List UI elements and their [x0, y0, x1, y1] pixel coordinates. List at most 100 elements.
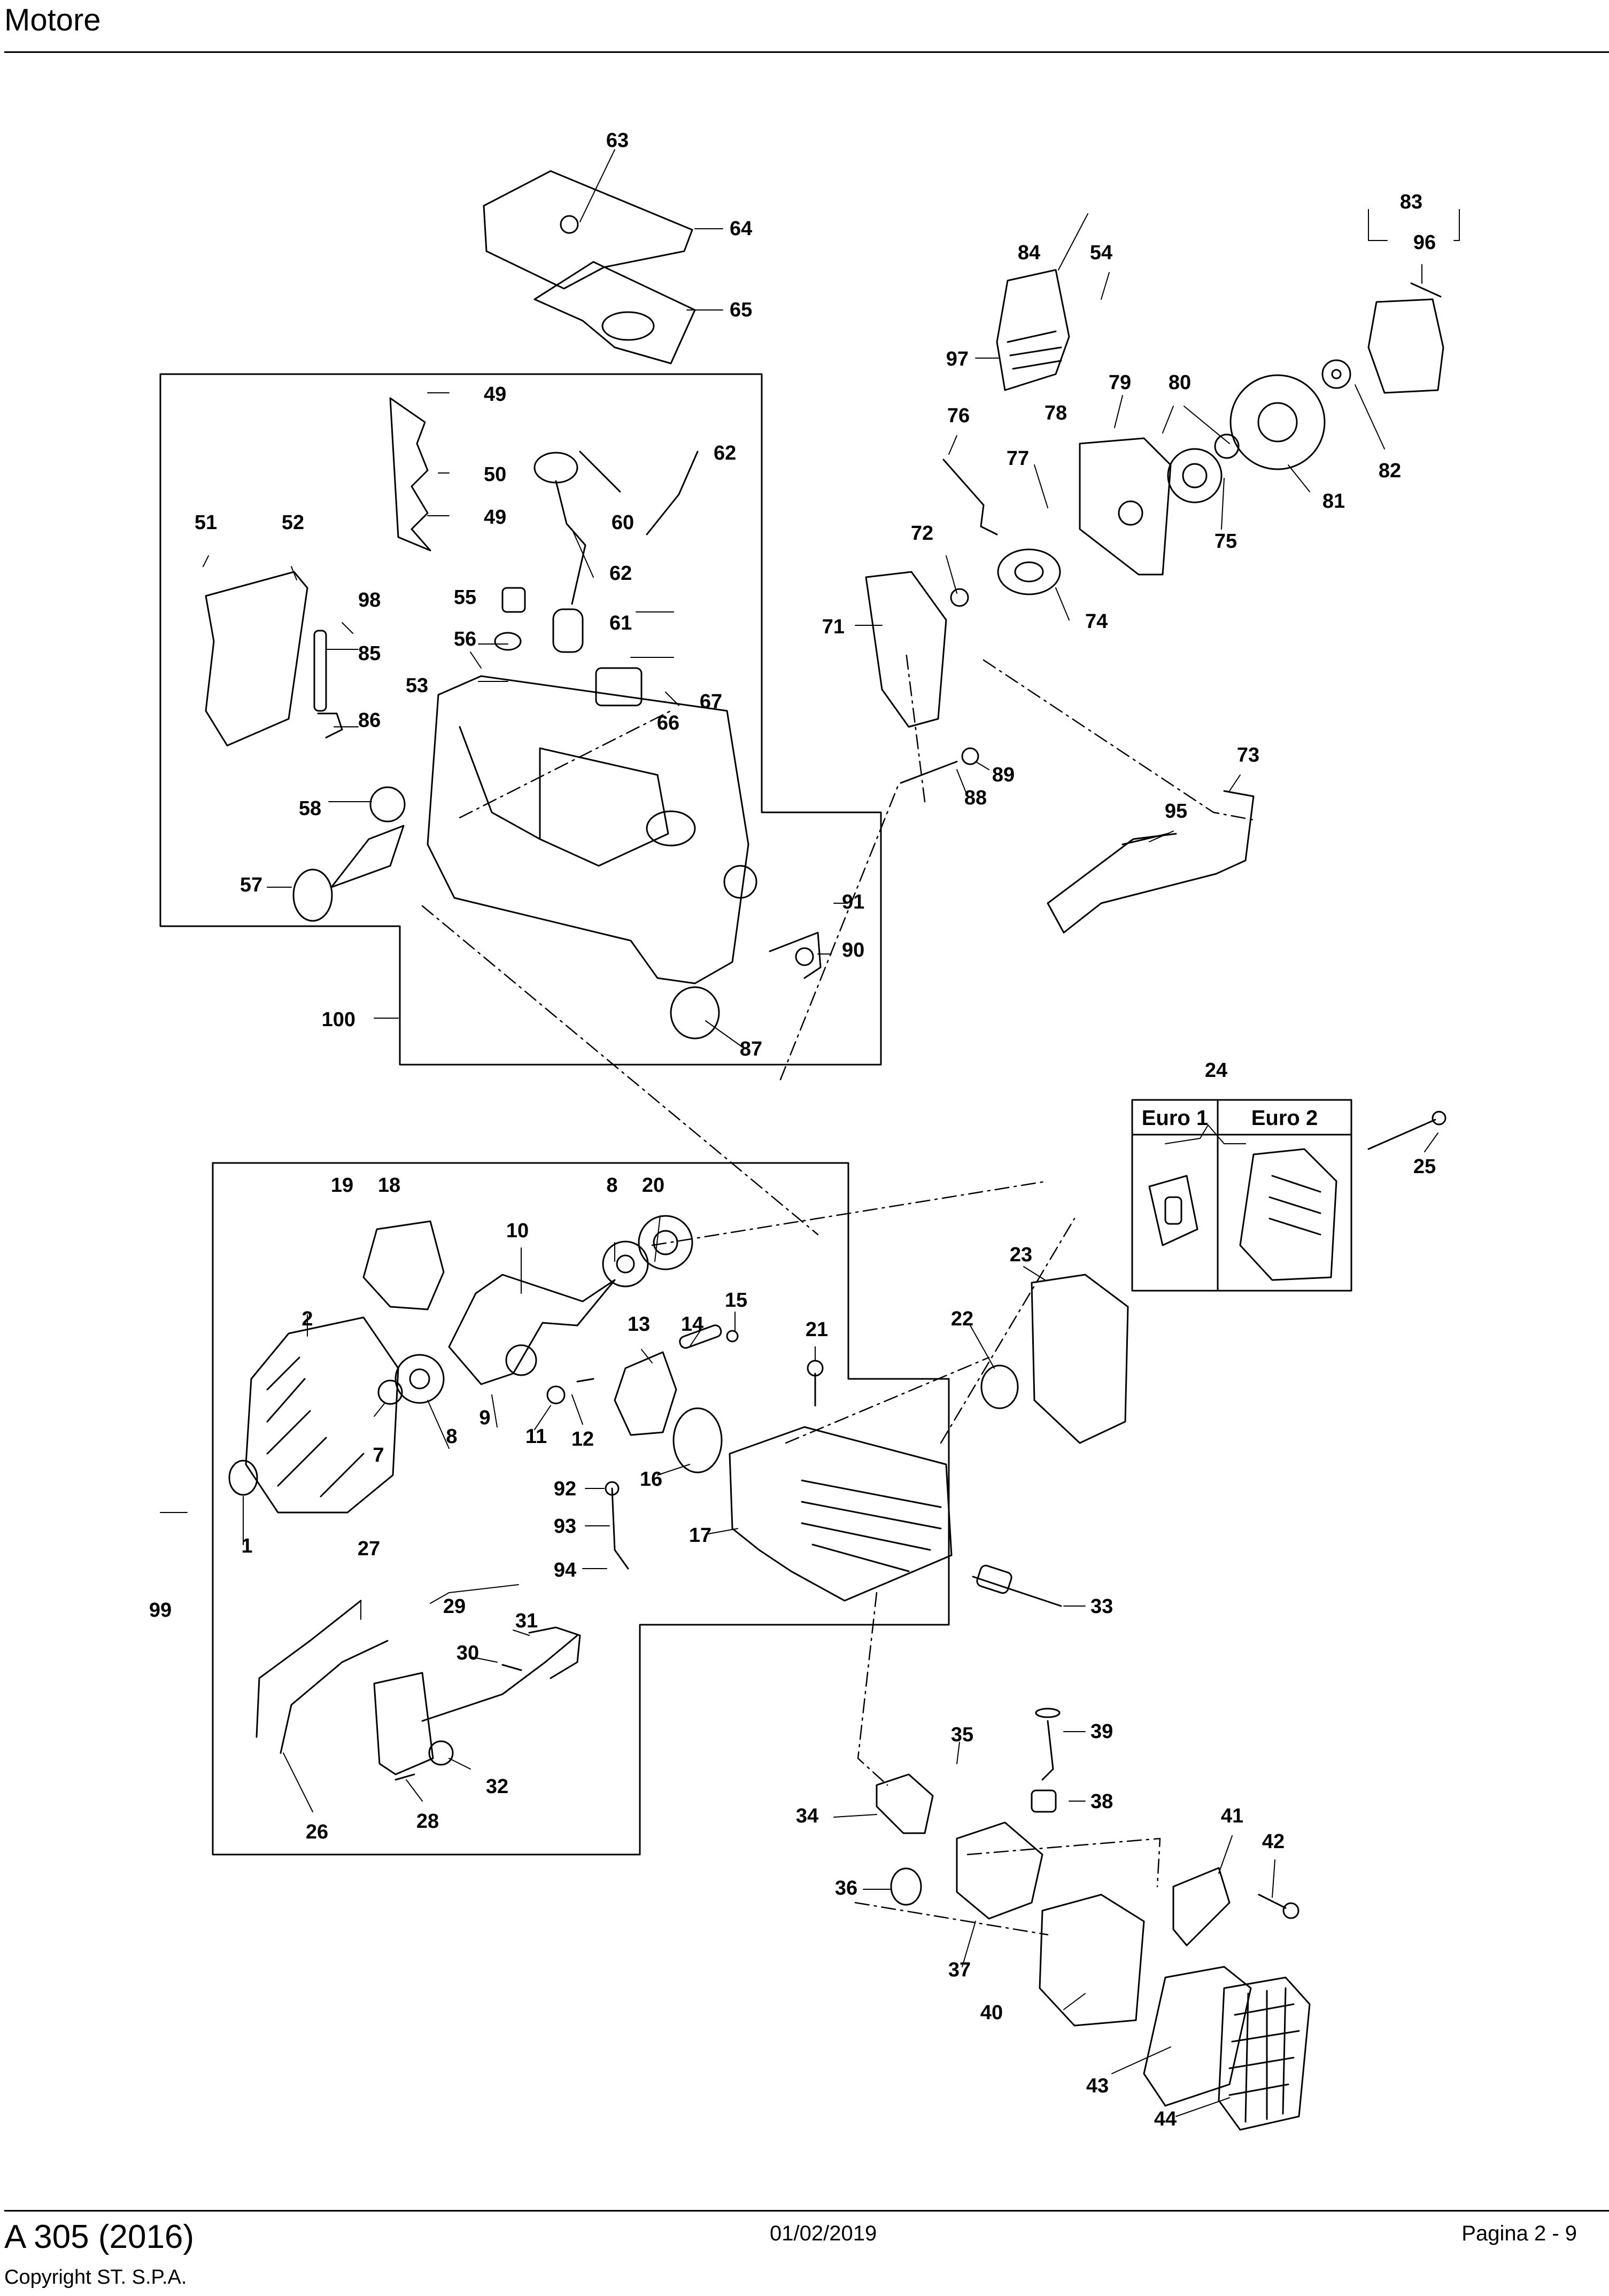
part-18-case-half — [362, 1220, 445, 1310]
callout-19: 19 — [331, 1174, 353, 1197]
part-24-gasket-euro1 — [1148, 1175, 1198, 1246]
part-37-carburetor — [956, 1821, 1043, 1920]
callout-91: 91 — [842, 891, 864, 913]
variant-euro2-label: Euro 2 — [1251, 1106, 1318, 1130]
callout-74: 74 — [1085, 610, 1108, 633]
callout-96: 96 — [1413, 231, 1436, 254]
callout-93: 93 — [554, 1515, 576, 1538]
group-outline-100 — [159, 373, 882, 1066]
part-2-flywheel — [245, 1316, 399, 1514]
callout-65: 65 — [730, 299, 752, 321]
part-78-plate — [1079, 437, 1172, 576]
callout-1: 1 — [241, 1535, 252, 1557]
callout-76: 76 — [947, 405, 970, 427]
callout-21: 21 — [806, 1318, 828, 1341]
callout-17: 17 — [689, 1524, 711, 1547]
part-29-coil — [373, 1672, 434, 1775]
part-73-line — [1047, 790, 1255, 934]
callout-16: 16 — [640, 1468, 662, 1491]
footer-divider — [4, 2210, 1609, 2212]
callout-23: 23 — [1010, 1244, 1032, 1266]
callout-13: 13 — [628, 1313, 650, 1336]
callout-12: 12 — [571, 1428, 594, 1450]
callout-75: 75 — [1215, 530, 1237, 553]
callout-98: 98 — [358, 589, 381, 611]
callout-49: 49 — [484, 383, 506, 406]
part-53-crankcase — [427, 675, 749, 984]
callout-64: 64 — [730, 218, 752, 240]
copyright-label: Copyright ST. S.P.A. — [4, 2266, 187, 2289]
part-52-cover — [205, 571, 308, 747]
callout-32: 32 — [486, 1775, 508, 1798]
callout-54: 54 — [1090, 242, 1112, 264]
callout-57: 57 — [240, 874, 262, 896]
callout-34: 34 — [796, 1805, 818, 1827]
callout-7: 7 — [373, 1444, 384, 1467]
part-40-filter-base — [1039, 1894, 1145, 2027]
part-17-cylinder — [729, 1426, 953, 1602]
part-13-piston — [614, 1351, 677, 1436]
callout-67: 67 — [700, 691, 722, 713]
callout-22: 22 — [951, 1308, 973, 1330]
callout-62b: 62 — [609, 562, 632, 585]
part-44-cover — [1218, 1976, 1311, 2131]
callout-60: 60 — [612, 511, 634, 534]
callout-77: 77 — [1007, 447, 1029, 470]
callout-62: 62 — [714, 442, 736, 464]
callout-66: 66 — [657, 712, 679, 734]
callout-73: 73 — [1237, 744, 1259, 766]
part-64-cover — [483, 170, 693, 290]
callout-28: 28 — [416, 1810, 439, 1833]
part-84-plate — [996, 269, 1070, 391]
part-71-guide — [865, 571, 947, 728]
callout-20: 20 — [642, 1174, 664, 1197]
callout-39: 39 — [1090, 1720, 1113, 1743]
variant-euro1-label: Euro 1 — [1142, 1106, 1208, 1130]
callout-30: 30 — [457, 1642, 479, 1664]
callout-83: 83 — [1400, 191, 1422, 213]
callout-29: 29 — [443, 1595, 466, 1618]
model-label: A 305 (2016) — [4, 2219, 195, 2255]
callout-33: 33 — [1090, 1595, 1113, 1618]
callout-44: 44 — [1154, 2108, 1177, 2130]
callout-100: 100 — [322, 1009, 355, 1031]
callout-55: 55 — [454, 586, 476, 609]
date-label: 01/02/2019 — [770, 2222, 877, 2245]
part-81-drum — [1229, 374, 1326, 470]
callout-25: 25 — [1413, 1155, 1436, 1178]
callout-81: 81 — [1322, 490, 1345, 513]
header-divider — [4, 51, 1609, 53]
callout-61: 61 — [609, 612, 632, 634]
callout-11: 11 — [525, 1425, 547, 1448]
part-24-muffler-euro2 — [1239, 1148, 1337, 1281]
callout-84: 84 — [1018, 242, 1040, 264]
callout-87: 87 — [740, 1038, 762, 1060]
callout-27: 27 — [358, 1538, 380, 1560]
callout-78: 78 — [1045, 402, 1067, 424]
part-74-pump — [997, 548, 1061, 595]
callout-38: 38 — [1090, 1790, 1113, 1813]
callout-53: 53 — [406, 674, 428, 697]
assembly-guides — [421, 651, 1257, 1936]
callout-2: 2 — [301, 1308, 313, 1330]
page-number: Pagina 2 - 9 — [1461, 2222, 1577, 2245]
callout-35: 35 — [951, 1724, 973, 1746]
part-34-manifold — [876, 1773, 934, 1834]
callout-99: 99 — [149, 1599, 172, 1622]
callout-56: 56 — [454, 628, 476, 650]
part-43-filter — [1143, 1966, 1252, 2107]
callout-51: 51 — [195, 511, 217, 534]
callout-15: 15 — [725, 1289, 747, 1312]
callout-85: 85 — [358, 642, 381, 665]
part-83-clutch — [1367, 298, 1444, 394]
callout-8: 8 — [606, 1174, 617, 1197]
callout-79: 79 — [1109, 371, 1131, 394]
callout-9: 9 — [479, 1407, 490, 1429]
callout-89: 89 — [992, 764, 1015, 786]
callout-95: 95 — [1165, 800, 1187, 823]
callout-labels: 63 64 65 84 54 83 96 97 79 80 78 76 77 8… — [149, 129, 1436, 2130]
callout-50: 50 — [484, 463, 506, 486]
callout-10: 10 — [506, 1220, 529, 1242]
callout-43: 43 — [1086, 2075, 1109, 2097]
callout-49b: 49 — [484, 506, 506, 529]
